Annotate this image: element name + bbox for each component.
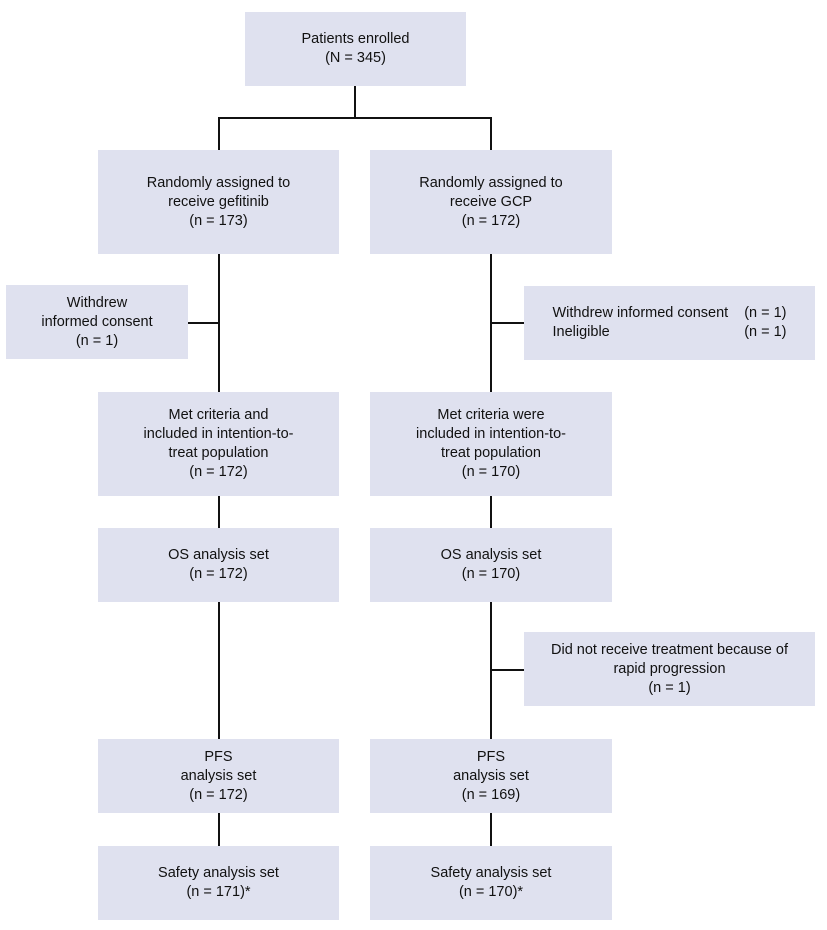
left-itt-box: Met criteria and included in intention-t… xyxy=(98,392,339,496)
right-exclusion-ineligible-label: Ineligible xyxy=(552,324,610,340)
left-randomized-count: (n = 173) xyxy=(189,212,248,229)
enrolled-box: Patients enrolled (N = 345) xyxy=(245,12,466,86)
right-randomized-line2: receive GCP xyxy=(449,193,533,210)
left-randomized-line1: Randomly assigned to xyxy=(146,174,291,191)
right-pfs-line1: PFS xyxy=(476,748,506,765)
right-itt-box: Met criteria were included in intention-… xyxy=(370,392,612,496)
left-itt-line1: Met criteria and xyxy=(168,407,269,423)
connector-right-pfs-safety xyxy=(490,813,492,846)
right-itt-line1: Met criteria were xyxy=(437,407,545,423)
connector-left-pfs-safety xyxy=(218,813,220,846)
left-safety-box: Safety analysis set (n = 171)* xyxy=(98,846,339,920)
left-exclusion-line1: Withdrew xyxy=(66,294,128,311)
right-itt-count: (n = 170) xyxy=(461,464,521,480)
connector-left-itt-os xyxy=(218,496,220,528)
connector-right-exclusion xyxy=(490,322,524,324)
left-pfs-count: (n = 172) xyxy=(189,786,248,803)
connector-right-no-treatment xyxy=(490,669,524,671)
right-no-treatment-line1: Did not receive treatment because of xyxy=(551,641,788,658)
connector-left-exclusion xyxy=(188,322,219,324)
right-exclusion-ineligible-count: (n = 1) xyxy=(744,324,787,340)
left-pfs-line2: analysis set xyxy=(180,767,257,784)
left-os-count: (n = 172) xyxy=(189,566,248,582)
connector-split-horizontal xyxy=(218,117,492,119)
left-exclusion-count: (n = 1) xyxy=(75,332,119,349)
left-safety-count: (n = 171)* xyxy=(186,884,251,900)
right-randomized-line1: Randomly assigned to xyxy=(419,174,563,191)
right-itt-line3: treat population xyxy=(441,445,541,461)
right-pfs-count: (n = 169) xyxy=(461,786,521,803)
right-itt-line2: included in intention-to- xyxy=(416,426,566,442)
left-safety-title: Safety analysis set xyxy=(158,865,279,881)
right-no-treatment-line2: rapid progression xyxy=(613,660,726,677)
enrolled-title: Patients enrolled xyxy=(301,31,410,47)
left-pfs-box: PFS analysis set (n = 172) xyxy=(98,739,339,813)
right-exclusion-withdrew-count: (n = 1) xyxy=(744,305,787,321)
connector-right-itt-os xyxy=(490,496,492,528)
connector-enrolled-down xyxy=(354,86,356,118)
left-itt-line2: included in intention-to- xyxy=(143,426,294,442)
right-safety-title: Safety analysis set xyxy=(430,865,552,881)
right-exclusion-table: Withdrew informed consent (n = 1) Inelig… xyxy=(553,304,787,342)
right-os-count: (n = 170) xyxy=(461,566,521,582)
connector-left-randomized-itt xyxy=(218,254,220,392)
right-os-title: OS analysis set xyxy=(440,547,542,563)
left-exclusion-line2: informed consent xyxy=(41,313,153,330)
left-randomized-line2: receive gefitinib xyxy=(168,193,269,210)
left-itt-count: (n = 172) xyxy=(189,464,248,480)
right-pfs-box: PFS analysis set (n = 169) xyxy=(370,739,612,813)
right-randomized-box: Randomly assigned to receive GCP (n = 17… xyxy=(370,150,612,254)
right-exclusion-withdrew-label: Withdrew informed consent xyxy=(552,305,729,321)
right-pfs-line2: analysis set xyxy=(453,767,529,784)
right-no-treatment-box: Did not receive treatment because of rap… xyxy=(524,632,815,706)
enrolled-count: (N = 345) xyxy=(325,50,386,66)
right-safety-box: Safety analysis set (n = 170)* xyxy=(370,846,612,920)
right-randomized-count: (n = 172) xyxy=(461,212,521,229)
left-exclusion-box: Withdrew informed consent (n = 1) xyxy=(6,285,188,359)
left-pfs-line1: PFS xyxy=(204,748,233,765)
right-os-box: OS analysis set (n = 170) xyxy=(370,528,612,602)
left-os-title: OS analysis set xyxy=(168,547,269,563)
right-exclusion-box: Withdrew informed consent (n = 1) Inelig… xyxy=(524,286,815,360)
left-randomized-box: Randomly assigned to receive gefitinib (… xyxy=(98,150,339,254)
connector-split-left xyxy=(218,117,220,150)
right-safety-count: (n = 170)* xyxy=(458,884,524,900)
right-no-treatment-count: (n = 1) xyxy=(648,679,691,696)
left-os-box: OS analysis set (n = 172) xyxy=(98,528,339,602)
left-itt-line3: treat population xyxy=(168,445,269,461)
connector-left-os-pfs xyxy=(218,602,220,739)
connector-split-right xyxy=(490,117,492,150)
